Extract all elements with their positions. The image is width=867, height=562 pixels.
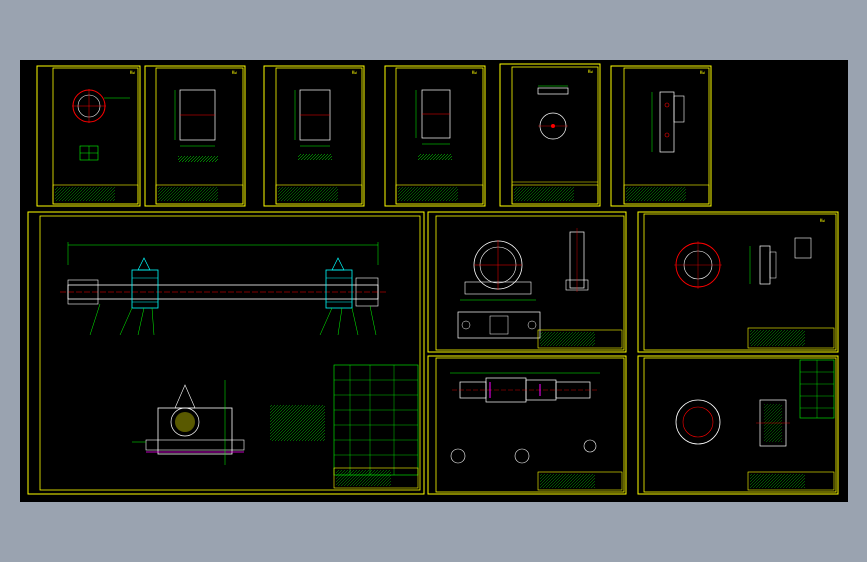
svg-text:Kw: Kw — [352, 70, 357, 75]
sheet-stepped-shaft[interactable] — [427, 355, 627, 495]
drawing-sheets-layout: Kw Kw Kw Kw — [27, 63, 839, 495]
sheet-ring-flange[interactable]: Kw — [36, 65, 141, 207]
svg-text:Kw: Kw — [820, 218, 825, 223]
svg-text:Kw: Kw — [232, 70, 237, 75]
sheet-washer[interactable]: Kw — [499, 63, 601, 207]
svg-text:Kw: Kw — [130, 70, 135, 75]
cad-model-space[interactable]: Kw Kw Kw Kw — [20, 60, 848, 502]
svg-text:Kw: Kw — [588, 69, 593, 74]
sheet-shaft-assembly[interactable] — [27, 211, 425, 495]
sheet-bushing-1[interactable]: Kw — [144, 65, 246, 207]
sheet-gear-ring[interactable] — [637, 355, 839, 495]
sheet-bearing-housing[interactable] — [427, 211, 627, 353]
svg-text:Kw: Kw — [472, 70, 477, 75]
sheet-end-cover[interactable]: Kw — [637, 211, 839, 353]
sheet-bushing-2[interactable]: Kw — [263, 65, 365, 207]
svg-text:Kw: Kw — [700, 70, 705, 75]
sheet-key-block[interactable]: Kw — [610, 65, 712, 207]
sheet-bushing-3[interactable]: Kw — [384, 65, 486, 207]
